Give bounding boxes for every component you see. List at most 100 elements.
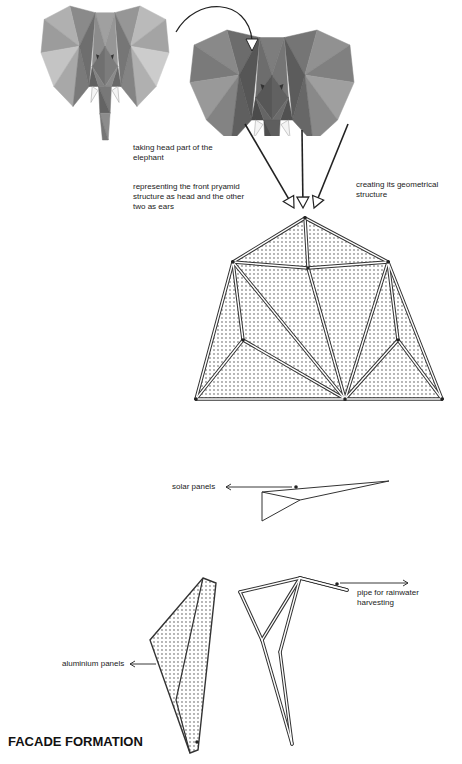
- joint: [303, 216, 307, 220]
- frame-tube: [345, 340, 398, 399]
- frame-tube-inner: [233, 262, 243, 340]
- frame-tube-inner: [233, 262, 345, 399]
- tusk: [91, 86, 98, 102]
- frame-tube: [233, 262, 308, 268]
- frame-tube-inner: [233, 262, 308, 268]
- leader-line: [226, 487, 292, 488]
- arrowhead: [297, 197, 309, 208]
- aluminium-panel-face: [233, 218, 388, 399]
- low-poly-facet: [264, 120, 280, 136]
- elephant-head: [190, 30, 354, 136]
- frame-tube-inner: [305, 218, 308, 268]
- frame-tube: [233, 262, 345, 399]
- tusk: [254, 120, 263, 136]
- frame-tube-inner: [345, 340, 398, 399]
- frame-tube: [280, 578, 300, 652]
- low-poly-facet: [264, 120, 279, 136]
- annotation-label: aluminium panels: [62, 659, 128, 669]
- pyramid-structure: [194, 216, 444, 401]
- aluminium-panel-edge: [176, 578, 203, 753]
- frame-tube-inner: [240, 578, 300, 592]
- pointer-arrow: [245, 124, 289, 199]
- arrowhead: [283, 195, 294, 208]
- joint: [195, 740, 199, 744]
- frame-tube: [308, 262, 388, 268]
- rainwater-pipe-frame: [240, 578, 347, 744]
- joint: [306, 266, 310, 270]
- frame-tube: [196, 340, 243, 399]
- annotation-label: creating its geometrical structure: [356, 180, 456, 200]
- frame-tube: [196, 397, 345, 400]
- frame-tube: [305, 218, 308, 268]
- frame-tube: [388, 262, 442, 399]
- frame-tube-inner: [388, 262, 398, 340]
- frame-tube-inner: [308, 268, 345, 399]
- annotation-label: taking head part of the elephant: [133, 143, 238, 163]
- pointer-arrow: [301, 130, 303, 198]
- frame-tube: [398, 340, 442, 399]
- low-poly-facet: [99, 86, 111, 113]
- annotation-label: solar panels: [172, 482, 224, 492]
- frame-tube-inner: [233, 218, 305, 262]
- joint: [241, 338, 245, 342]
- aluminium-panel-face: [150, 578, 216, 753]
- frame-tube: [345, 262, 388, 399]
- frame-tube: [243, 340, 345, 399]
- joint: [294, 485, 298, 489]
- frame-tube: [300, 578, 347, 590]
- frame-tube-inner: [262, 578, 300, 640]
- frame-tube-inner: [196, 262, 233, 399]
- eye: [96, 54, 99, 59]
- low-poly-facet: [100, 113, 108, 140]
- tusk: [281, 120, 290, 136]
- eye: [111, 54, 114, 59]
- joint: [386, 260, 390, 264]
- joint: [343, 397, 347, 401]
- frame-tube-inner: [280, 578, 300, 652]
- elephant-head: [41, 6, 169, 140]
- frame-tube-inner: [196, 340, 243, 399]
- frame-tube-inner: [345, 398, 442, 399]
- arrowhead: [226, 484, 231, 490]
- solar-panel-edge: [262, 492, 300, 500]
- arrowhead: [130, 661, 135, 667]
- pointer-arrow: [318, 124, 348, 199]
- frame-tube-inner: [398, 340, 442, 399]
- eye: [279, 84, 283, 90]
- low-poly-facet: [256, 98, 272, 121]
- frame-tube: [262, 640, 292, 744]
- low-poly-facet: [272, 98, 288, 121]
- joint: [194, 397, 198, 401]
- title: FACADE FORMATION: [8, 734, 143, 749]
- frame-tube: [280, 652, 292, 744]
- arrowhead: [246, 39, 258, 51]
- frame-tube-inner: [308, 262, 388, 268]
- arrowhead: [313, 196, 324, 208]
- leader-line: [340, 583, 408, 584]
- frame-tube: [345, 397, 442, 400]
- joint: [440, 397, 444, 401]
- frame-tube: [300, 578, 347, 590]
- curved-arrow: [176, 7, 252, 40]
- frame-tube-inner: [196, 398, 345, 399]
- frame-tube-inner: [262, 640, 292, 744]
- low-poly-facet: [105, 66, 118, 86]
- frame-tube: [262, 578, 300, 640]
- annotation-label: representing the front pryamid structure…: [133, 182, 251, 212]
- frame-tube-inner: [305, 218, 388, 262]
- low-poly-facet: [100, 113, 110, 140]
- eye: [261, 84, 265, 90]
- frame-tube: [233, 262, 243, 340]
- frame-tube-inner: [243, 340, 345, 399]
- joint: [396, 338, 400, 342]
- annotation-label: pipe for rainwater harvesting: [357, 588, 435, 608]
- frame-tube: [305, 218, 388, 262]
- frame-tube-inner: [300, 578, 347, 590]
- frame-tube-inner: [345, 262, 388, 399]
- low-poly-facet: [92, 66, 105, 86]
- joint: [231, 260, 235, 264]
- frame-tube-inner: [388, 262, 442, 399]
- frame-tube-inner: [300, 578, 347, 590]
